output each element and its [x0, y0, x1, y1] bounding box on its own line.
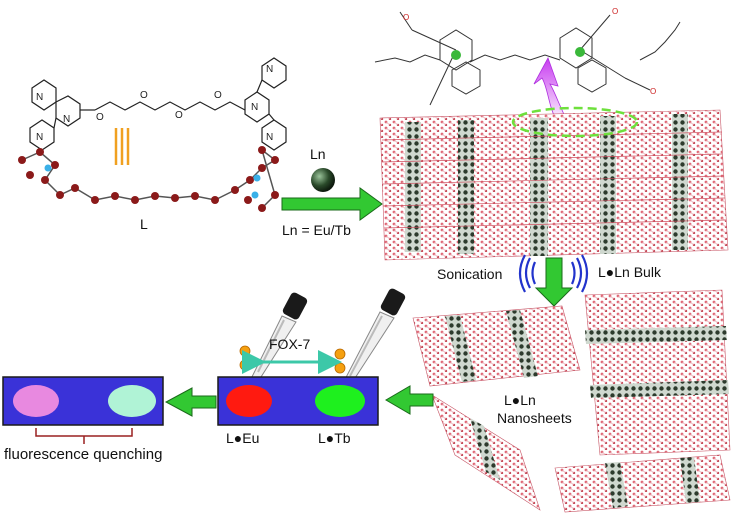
- metal-note: Ln = Eu/Tb: [282, 222, 351, 238]
- dropper-right-icon: [339, 288, 406, 393]
- metal-symbol: Ln: [310, 146, 326, 162]
- purple-arrow: [533, 57, 569, 126]
- bulk-material: [379, 109, 729, 261]
- quenched-eu-spot: [13, 385, 59, 417]
- svg-text:N: N: [251, 102, 258, 113]
- svg-text:O: O: [175, 110, 183, 121]
- arrow-to-nanosheets: [534, 257, 574, 307]
- tb-spot: [315, 385, 365, 417]
- nanosheet-1: [412, 305, 581, 387]
- result-label: fluorescence quenching: [4, 446, 163, 463]
- nanosheet-4: [554, 454, 731, 513]
- arrow-to-quenched: [164, 387, 217, 417]
- highlight-ellipse: [511, 106, 639, 138]
- svg-text:N: N: [63, 114, 70, 125]
- arrow-to-strip: [385, 385, 434, 415]
- svg-text:O: O: [214, 90, 222, 101]
- nanosheets-label-2: Nanosheets: [497, 410, 572, 426]
- ligand-structure: N N N O O O O N N N: [29, 57, 287, 151]
- svg-text:O: O: [403, 13, 409, 22]
- sonication-label: Sonication: [437, 266, 503, 282]
- svg-text:O: O: [96, 112, 104, 123]
- eu-spot: [226, 385, 272, 417]
- ligand-label: L: [140, 216, 148, 232]
- ln-center-left: [451, 50, 461, 60]
- complex-structure: O O O: [374, 7, 681, 106]
- ligand-ball-model: [18, 146, 279, 212]
- nanosheet-2: [584, 289, 731, 456]
- lanthanide-ball: [311, 168, 335, 192]
- quenched-tb-spot: [108, 385, 156, 417]
- ln-center-right: [575, 47, 585, 57]
- svg-text:O: O: [612, 7, 618, 16]
- svg-text:N: N: [266, 64, 273, 75]
- quenching-bracket: [35, 428, 133, 444]
- svg-text:N: N: [36, 132, 43, 143]
- nanosheet-3: [431, 394, 541, 511]
- analyte-label: FOX-7: [269, 336, 311, 352]
- droplet-right-icon: [334, 348, 346, 374]
- tb-label: L●Tb: [318, 430, 351, 446]
- svg-text:N: N: [36, 92, 43, 103]
- equivalence-mark: [114, 128, 130, 165]
- droplet-left-icon: [239, 345, 251, 371]
- nanosheets-label-1: L●Ln: [504, 392, 536, 408]
- quenched-strip: [2, 376, 164, 426]
- svg-text:N: N: [266, 132, 273, 143]
- test-strip: [217, 376, 379, 426]
- svg-text:O: O: [650, 87, 656, 96]
- bulk-label: L●Ln Bulk: [598, 264, 661, 280]
- eu-label: L●Eu: [226, 430, 260, 446]
- nanosheets: [412, 289, 731, 513]
- arrow-to-bulk: [281, 187, 383, 221]
- svg-text:O: O: [140, 90, 148, 101]
- sonication-waves: [518, 254, 589, 293]
